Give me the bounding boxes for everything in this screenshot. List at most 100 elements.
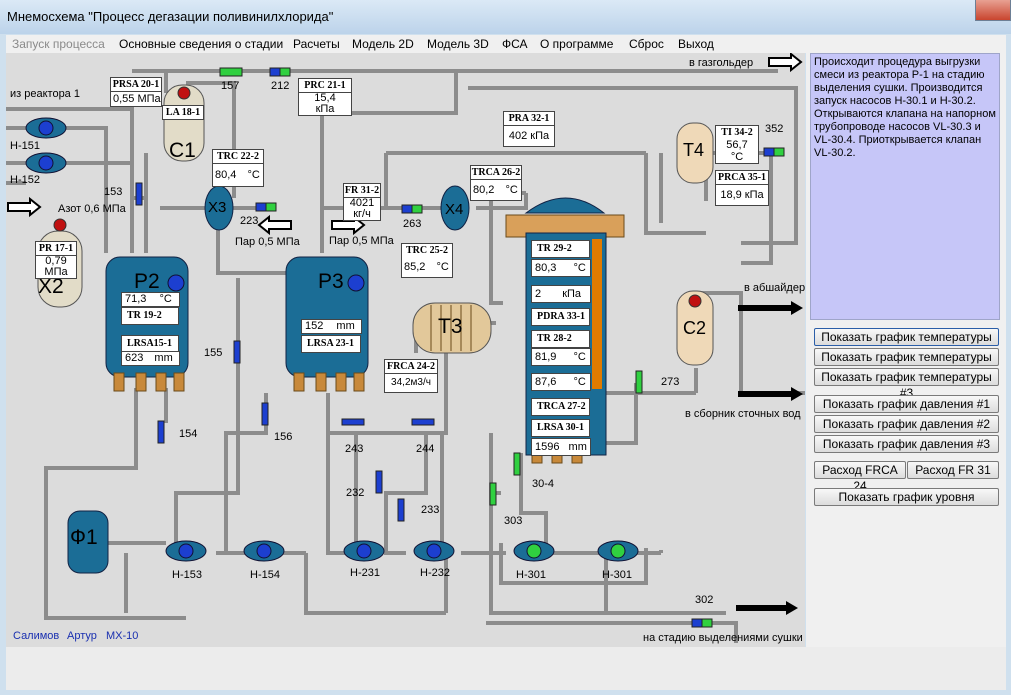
vessel-x2-a: Х2 [38,275,64,298]
p2-temperature: 71,3 °C [121,292,180,307]
label-to-abshaider: в абшайдер [744,282,806,294]
instrument-prsa20: PRSA 20-1 0,55 МПа [110,77,162,107]
valve-156-label: 156 [274,431,293,443]
label-steam-1: Пар 0,5 МПа [235,236,300,248]
instrument-frca24: FRCA 24-2 34,2м3/ч [384,359,438,393]
flow-fr31-button[interactable]: Расход FR 31 [907,461,999,479]
valve-154-label: 154 [179,428,198,440]
instrument-pdra33: PDRA 33-1 [531,308,590,326]
menu-start-process[interactable]: Запуск процесса [12,37,105,51]
pump-h232-label: Н-232 [420,567,450,579]
menu-exit[interactable]: Выход [678,37,714,51]
vessel-t3: Т3 [438,315,463,338]
instrument-lrsa23: LRSA 23-1 [301,335,361,353]
instrument-lrsa30: LRSA 30-1 [531,419,590,437]
instrument-tr19: TR 19-2 [121,307,179,325]
vessel-c2: С2 [683,318,707,338]
status-area [6,647,1006,690]
menu-calculations[interactable]: Расчеты [293,37,340,51]
valve-157-label: 157 [221,80,240,92]
valve-304-label: 30-4 [532,478,555,490]
valve-232-label: 232 [346,487,365,499]
mnemonic-scheme: Х2 С1 Х3 Х4 Р2 Р3 Т3 Т4 С2 Ф1 из реактор… [6,53,805,647]
vessel-p2: Р2 [134,270,160,293]
process-info-text: Происходит процедура выгрузки смеси из р… [810,53,1000,320]
valve-155-label: 155 [204,347,223,359]
valve-302-label: 302 [695,594,714,606]
valve-263-label: 263 [403,218,422,230]
valve-212-label: 212 [271,80,290,92]
show-pressure-chart-2-button[interactable]: Показать график давления #2 [814,415,999,433]
author-surname: Салимов [13,630,60,642]
valve-223-label: 223 [240,215,259,227]
instrument-trc25: TRC 25-2 85,2 °C [401,243,453,278]
instrument-pr17: PR 17-1 0,79 МПа [35,241,77,279]
label-to-gasholder: в газгольдер [689,57,754,69]
pump-h151-label: Н-151 [10,140,40,152]
instrument-ti34: TI 34-2 56,7 °C [715,125,759,164]
instrument-la18: LA 18-1 [162,105,204,120]
vessel-x3: Х3 [208,199,227,216]
instrument-tr28: TR 28-2 [531,330,590,348]
show-pressure-chart-1-button[interactable]: Показать график давления #1 [814,395,999,413]
p3-level: 152 mm [301,319,362,334]
vessel-f1: Ф1 [70,526,98,549]
tr29-value: 80,3 °C [531,259,591,277]
menu-about[interactable]: О программе [540,37,614,51]
instrument-trca26: TRCA 26-2 80,2 °C [470,165,522,201]
label-nitrogen: Азот 0,6 МПа [58,203,126,215]
valve-273-label: 273 [661,376,680,388]
label-steam-2: Пар 0,5 МПа [329,235,394,247]
column-temp-2: 87,6 °C [531,373,591,391]
author-group: МХ-10 [106,630,139,642]
menu-reset[interactable]: Сброс [629,37,664,51]
menu-fsa[interactable]: ФСА [502,37,528,51]
title-bar: Мнемосхема "Процесс дегазации поливинилх… [0,0,1011,34]
show-temp-chart-3-button[interactable]: Показать график температуры #3 [814,368,999,400]
valve-233-label: 233 [421,504,440,516]
vessel-p3: Р3 [318,270,344,293]
instrument-trca27: TRCA 27-2 [531,398,590,416]
instrument-prca35: PRCA 35-1 18,9 кПа [715,170,769,206]
menu-model-2d[interactable]: Модель 2D [352,37,414,51]
show-level-chart-button[interactable]: Показать график уровня [814,488,999,506]
show-temp-chart-1-button[interactable]: Показать график температуры #1 [814,328,999,360]
pump-h231-label: Н-231 [350,567,380,579]
menu-model-3d[interactable]: Модель 3D [427,37,489,51]
instrument-pra32: PRA 32-1 402 кПа [503,111,555,147]
label-to-drying: на стадию выделениями сушки [643,632,803,644]
menu-bar: Запуск процесса Основные сведения о стад… [6,35,1006,53]
close-icon[interactable] [975,0,1011,21]
instrument-fr31: FR 31-2 4021 кг/ч [343,183,381,221]
instrument-prc21: PRC 21-1 15,4 кПа [298,78,352,116]
column-pressure: 2 кПа [531,285,591,303]
pump-h152-label: Н-152 [10,174,40,186]
pipe-network [6,53,805,643]
tr28-value: 81,9 °C [531,348,591,366]
show-temp-chart-2-button[interactable]: Показать график температуры #2 [814,348,999,380]
valve-244-label: 244 [416,443,435,455]
show-pressure-chart-3-button[interactable]: Показать график давления #3 [814,435,999,453]
valve-303-label: 303 [504,515,523,527]
label-to-waste: в сборник сточных вод [685,408,801,420]
pump-h153-label: Н-153 [172,569,202,581]
vessel-x4: Х4 [445,201,464,218]
window-title: Мнемосхема "Процесс дегазации поливинилх… [7,9,334,24]
vessel-t4: Т4 [683,140,705,160]
instrument-tr29: TR 29-2 [531,240,590,258]
pump-h301a-label: Н-301 [516,569,546,581]
instrument-trc22: TRC 22-2 80,4 °C [212,149,264,187]
valve-153-label: 153 [104,186,123,198]
lrsa15-value: 623 mm [121,351,180,366]
pump-h154-label: Н-154 [250,569,280,581]
pump-h301b-label: Н-301 [602,569,632,581]
author-name: Артур [67,630,97,642]
lrsa30-value: 1596 mm [531,438,591,456]
valve-243-label: 243 [345,443,364,455]
valve-352-label: 352 [765,123,784,135]
flow-frca24-button[interactable]: Расход FRCA 24 [814,461,906,493]
right-panel: Происходит процедура выгрузки смеси из р… [806,53,1006,647]
label-from-reactor: из реактора 1 [10,88,80,100]
vessel-c1: С1 [169,139,196,162]
menu-stage-info[interactable]: Основные сведения о стадии [119,37,284,51]
